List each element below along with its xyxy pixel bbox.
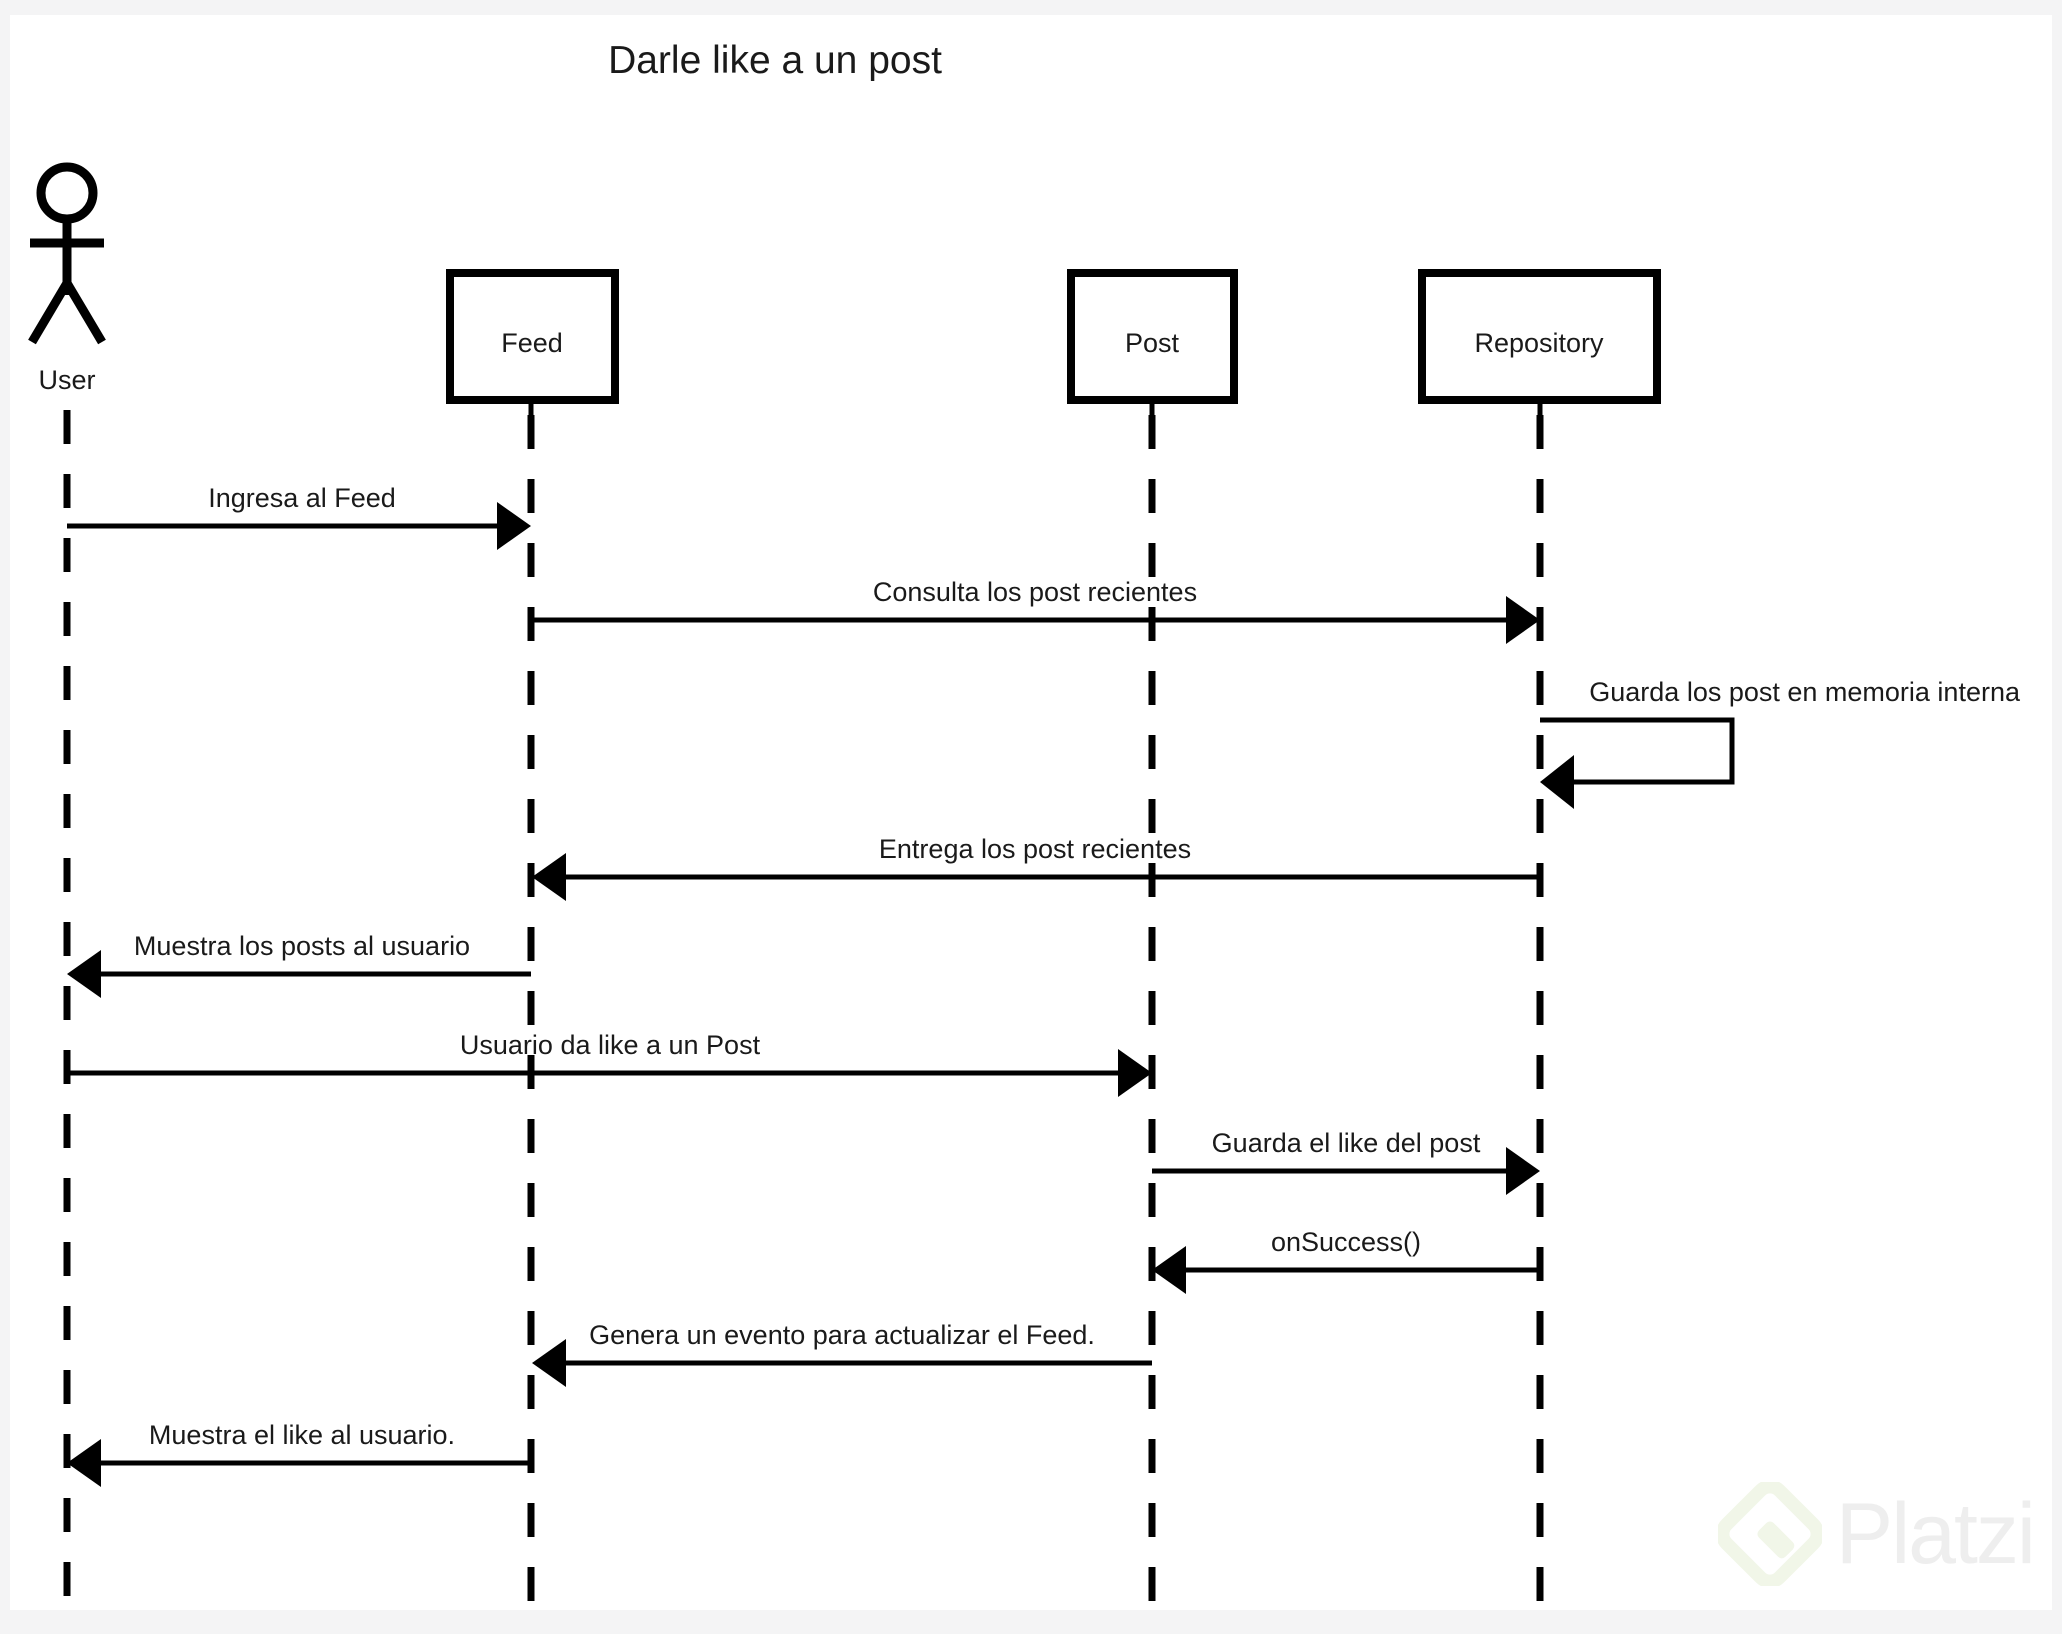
message-genera-un-evento-para-actualizar-el-feed[interactable]: Genera un evento para actualizar el Feed…: [532, 1320, 1152, 1387]
actor-user-label: User: [38, 365, 95, 395]
participant-repository-box: [1418, 269, 1661, 404]
participant-post[interactable]: Post: [1067, 269, 1238, 404]
message-entrega-los-post-recientes[interactable]: Entrega los post recientes: [532, 834, 1540, 901]
message-guarda-los-post-en-memoria-interna[interactable]: Guarda los post en memoria interna: [1540, 677, 2021, 809]
arrowhead-icon: [67, 1439, 101, 1487]
message-label: Ingresa al Feed: [208, 483, 396, 513]
message-muestra-los-posts-al-usuario[interactable]: Muestra los posts al usuario: [67, 931, 531, 998]
arrowhead-icon: [67, 950, 101, 998]
message-label: Consulta los post recientes: [873, 577, 1197, 607]
participant-feed-label: Feed: [501, 328, 563, 358]
message-label: Muestra el like al usuario.: [149, 1420, 455, 1450]
message-muestra-el-like-al-usuario[interactable]: Muestra el like al usuario.: [67, 1420, 531, 1487]
message-label: Genera un evento para actualizar el Feed…: [589, 1320, 1095, 1350]
arrowhead-icon: [532, 1339, 566, 1387]
message-ingresa-al-feed[interactable]: Ingresa al Feed: [67, 483, 531, 550]
arrowhead-icon: [1152, 1246, 1186, 1294]
stick-figure-actor-icon: [28, 162, 106, 345]
participant-feed[interactable]: Feed: [446, 269, 619, 404]
participant-repository[interactable]: Repository: [1418, 269, 1661, 404]
participant-feed-box: [446, 269, 619, 404]
message-label: Muestra los posts al usuario: [134, 931, 470, 961]
message-usuario-da-like-a-un-post[interactable]: Usuario da like a un Post: [67, 1030, 1152, 1097]
message-guarda-el-like-del-post[interactable]: Guarda el like del post: [1152, 1128, 1540, 1195]
arrowhead-icon: [1506, 596, 1540, 644]
message-label: Guarda los post en memoria interna: [1589, 677, 2021, 707]
arrowhead-icon: [1118, 1049, 1152, 1097]
diagram-canvas: Darle like a un post User Feed Post: [10, 15, 2052, 1610]
page-title: Darle like a un post: [608, 39, 942, 82]
self-message-line: [1540, 717, 1735, 785]
arrowhead-icon: [532, 853, 566, 901]
sequence-diagram: Darle like a un post User Feed Post: [28, 39, 2021, 1610]
participant-post-label: Post: [1125, 328, 1180, 358]
message-consulta-los-post-recientes[interactable]: Consulta los post recientes: [531, 577, 1540, 644]
participant-repository-label: Repository: [1474, 328, 1604, 358]
message-onsuccess[interactable]: onSuccess(): [1152, 1227, 1540, 1294]
arrowhead-icon: [1506, 1147, 1540, 1195]
actor-user[interactable]: User: [28, 162, 106, 395]
arrowhead-icon: [1540, 755, 1574, 809]
message-label: Usuario da like a un Post: [460, 1030, 761, 1060]
message-label: Guarda el like del post: [1212, 1128, 1481, 1158]
arrowhead-icon: [497, 502, 531, 550]
message-label: Entrega los post recientes: [879, 834, 1191, 864]
message-label: onSuccess(): [1271, 1227, 1421, 1257]
